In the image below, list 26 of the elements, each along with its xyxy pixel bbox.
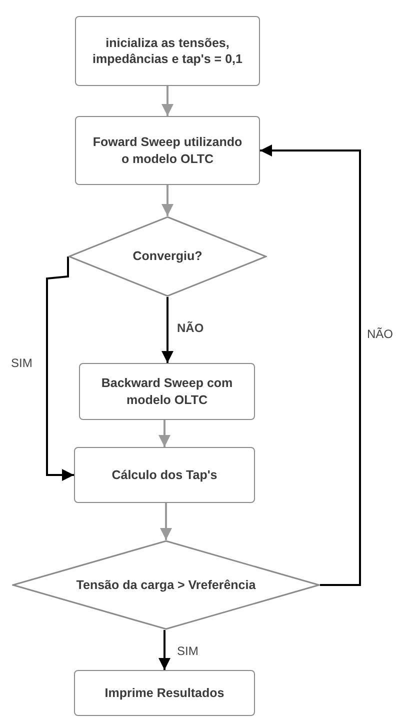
process-box (75, 16, 260, 86)
node-text: Imprime Resultados (104, 684, 224, 702)
arrow (162, 185, 174, 216)
decision-diamond (12, 540, 320, 630)
arrow (162, 86, 174, 116)
edge-label: SIM (176, 644, 200, 658)
edge-label: NÃO (176, 321, 205, 336)
process-box (74, 447, 255, 503)
arrow (260, 144, 361, 586)
edge-label: NÃO (366, 327, 394, 342)
decision-diamond (68, 216, 267, 297)
process-box (75, 116, 260, 185)
node-text: Convergiu? (132, 248, 202, 265)
node-text: Cálculo dos Tap's (112, 466, 218, 484)
arrow (46, 256, 74, 481)
node-text: Backward Sweep com modelo OLTC (100, 375, 234, 408)
node-text: Foward Sweep utilizando o modelo OLTC (92, 134, 243, 167)
process-box (79, 363, 255, 420)
arrow (158, 630, 170, 670)
edge-label: SIM (10, 356, 34, 370)
arrow (158, 420, 170, 447)
process-box (74, 670, 255, 716)
node-text: inicializa as tensões, impedâncias e tap's = 0,1 (92, 34, 243, 68)
arrow (160, 503, 172, 540)
arrow (162, 297, 174, 363)
node-text: Tensão da carga > Vreferência (76, 576, 256, 594)
